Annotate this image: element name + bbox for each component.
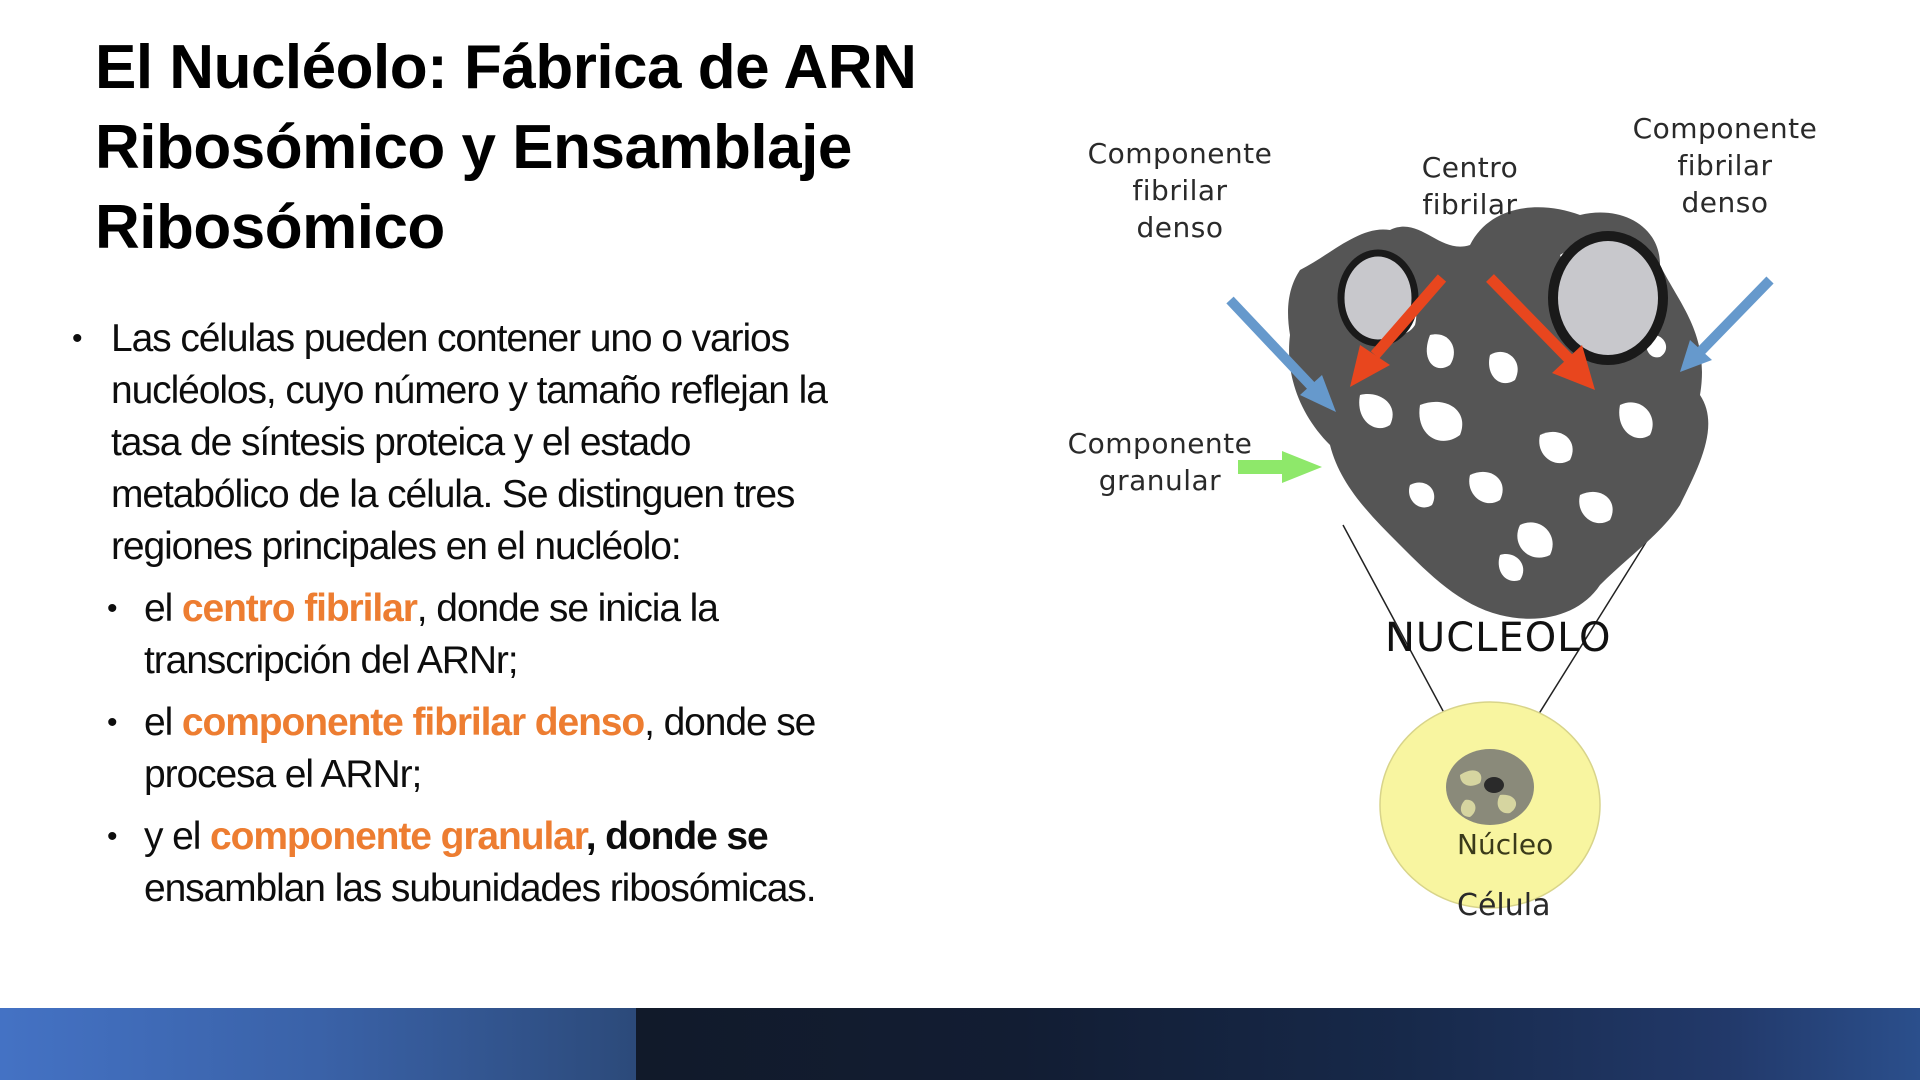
footer-band	[0, 1008, 1920, 1080]
label-line: Componente	[1632, 112, 1818, 145]
label-line: Componente	[1087, 137, 1273, 170]
label-granular: Componente granular	[1050, 425, 1270, 499]
bullet-icon: •	[72, 322, 83, 355]
sub-bullet-componente-fibrilar-denso: • el componente fibrilar denso, donde se…	[72, 697, 1002, 801]
main-bullet: • Las células pueden contener uno o vari…	[72, 313, 1002, 573]
title-line-2: Ribosómico y Ensamblaje	[95, 113, 852, 182]
red-arrow-left	[1350, 274, 1447, 387]
sub-bullet-componente-granular: • y el componente granular, donde se ens…	[72, 811, 1002, 915]
green-arrow	[1238, 451, 1322, 483]
sub-bullet-prefix: y el	[144, 815, 211, 858]
main-bullet-line-1: Las células pueden contener uno o varios	[111, 317, 790, 360]
main-bullet-line-3: tasa de síntesis proteica y el estado	[111, 421, 691, 464]
bullet-icon: •	[107, 820, 118, 853]
label-dfc-left: Componente fibrilar denso	[1060, 135, 1300, 246]
footer-right-segment	[636, 1008, 1920, 1080]
nucleolus-dot	[1484, 777, 1504, 793]
bullet-icon: •	[107, 706, 118, 739]
label-line: Componente	[1067, 427, 1253, 460]
label-nucleolo: NUCLEOLO	[1385, 615, 1612, 661]
main-bullet-line-4: metabólico de la célula. Se distinguen t…	[111, 473, 795, 516]
label-line: fibrilar	[1132, 174, 1228, 207]
nucleolus-illustration	[1226, 207, 1774, 909]
label-dfc-right: Componente fibrilar denso	[1605, 110, 1845, 221]
fibrillar-center-left	[1337, 249, 1419, 347]
sub-bullet-list: • el centro fibrilar, donde se inicia la…	[33, 583, 1002, 915]
sub-bullet-line-2: procesa el ARNr;	[144, 753, 422, 796]
sub-bullet-prefix: el	[144, 587, 182, 630]
bullet-icon: •	[107, 592, 118, 625]
main-bullet-line-5: regiones principales en el nucléolo:	[111, 525, 682, 568]
highlight-term: componente fibrilar denso	[181, 701, 645, 744]
red-arrow-right	[1486, 274, 1595, 390]
sub-bullet-centro-fibrilar: • el centro fibrilar, donde se inicia la…	[72, 583, 1002, 687]
nucleolus-diagram: Componente fibrilar denso Centro fibrila…	[1060, 105, 1860, 935]
bullet-list: • Las células pueden contener uno o vari…	[72, 313, 1002, 925]
blue-arrow-left	[1226, 296, 1336, 412]
highlight-term: centro fibrilar	[181, 587, 418, 630]
label-line: fibrilar	[1677, 149, 1773, 182]
label-line: granular	[1098, 464, 1222, 497]
sub-bullet-line-2: ensamblan las subunidades ribosómicas.	[144, 867, 817, 910]
footer-left-segment	[0, 1008, 636, 1080]
highlight-term: componente granular	[210, 815, 587, 858]
sub-bullet-suffix: , donde se	[644, 701, 816, 744]
sub-bullet-suffix: , donde se inicia la	[416, 587, 719, 630]
main-bullet-line-2: nucléolos, cuyo número y tamaño reflejan…	[111, 369, 828, 412]
label-celula: Célula	[1457, 888, 1551, 923]
label-line: Centro	[1421, 151, 1519, 184]
blue-arrow-right	[1680, 276, 1774, 372]
label-line: fibrilar	[1422, 188, 1518, 221]
sub-bullet-container: • el centro fibrilar, donde se inicia la…	[33, 583, 1002, 915]
title-line-1: El Nucléolo: Fábrica de ARN	[95, 33, 917, 102]
title-line-3: Ribosómico	[95, 193, 445, 262]
sub-bullet-line-2: transcripción del ARNr;	[144, 639, 519, 682]
fibrillar-center-right	[1548, 231, 1668, 365]
label-fibrillar-center: Centro fibrilar	[1395, 149, 1545, 223]
label-line: denso	[1681, 186, 1769, 219]
label-line: denso	[1136, 211, 1224, 244]
label-nucleo: Núcleo	[1457, 828, 1554, 861]
sub-bullet-suffix: , donde se	[585, 815, 769, 858]
slide-title: El Nucléolo: Fábrica de ARN Ribosómico y…	[95, 28, 995, 268]
sub-bullet-prefix: el	[144, 701, 182, 744]
